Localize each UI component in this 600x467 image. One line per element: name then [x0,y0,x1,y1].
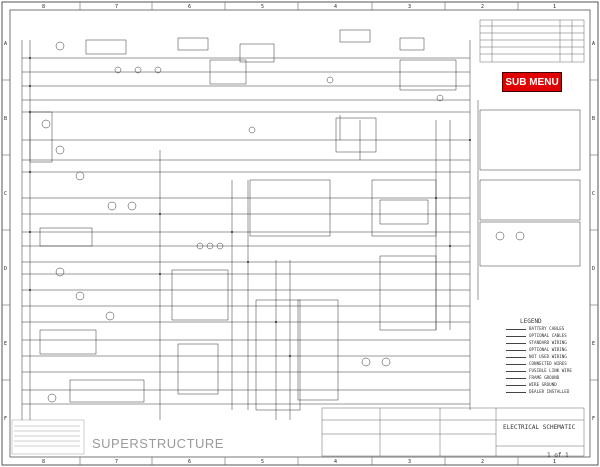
legend-item: WIRE GROUND [506,382,557,387]
zone-label: 6 [188,4,191,10]
zone-label: B [592,116,595,122]
legend-item: STANDARD WIRING [506,340,567,345]
symbols [41,41,525,403]
notes-block [11,419,85,455]
zone-labels-right: A B C D E F [592,41,595,422]
legend-item: DEALER INSTALLED [506,389,569,394]
title-block-sheet: 1 of 1 [547,452,569,459]
zone-label: 3 [408,4,411,10]
zone-labels-left: A B C D E F [4,41,7,422]
zone-label: E [592,341,595,347]
legend-item: FUSIBLE LINK WIRE [506,368,572,373]
zone-label: 8 [42,459,45,465]
sub-menu-button[interactable]: SUB MENU [502,72,562,92]
zone-label: 6 [188,459,191,465]
zone-label: C [592,191,595,197]
zone-label: 4 [334,459,337,465]
zone-label: 2 [481,459,484,465]
zone-label: 7 [115,459,118,465]
zone-labels-top: 8 7 6 5 4 3 2 1 [42,4,556,10]
zone-label: 1 [553,4,556,10]
legend-item: OPTIONAL CABLES [506,333,567,338]
legend-item: FRAME GROUND [506,375,559,380]
title-block-title: ELECTRICAL SCHEMATIC [503,424,576,431]
superstructure-watermark: SUPERSTRUCTURE [92,436,224,451]
zone-label: D [4,266,7,272]
zone-label: B [4,116,7,122]
zone-label: 1 [553,459,556,465]
legend-item: CONNECTED WIRES [506,361,567,366]
components [29,29,581,411]
legend-item: BATTERY CABLES [506,326,564,331]
zone-label: C [4,191,7,197]
zone-label: 5 [261,459,264,465]
junction-dots [29,57,471,357]
zone-label: 3 [408,459,411,465]
bus-wires [21,40,479,420]
legend-item: OPTIONAL WIRING [506,347,567,352]
zone-label: E [4,341,7,347]
zone-label: 8 [42,4,45,10]
zone-label: A [4,41,7,47]
zone-label: A [592,41,595,47]
zone-label: D [592,266,595,272]
zone-label: F [592,416,595,422]
title-block [321,407,585,457]
zone-labels-bottom: 8 7 6 5 4 3 2 1 [42,459,556,465]
zone-label: 7 [115,4,118,10]
sheet-border-inner [9,9,591,458]
zone-label: F [4,416,7,422]
zone-label: 5 [261,4,264,10]
zone-label: 2 [481,4,484,10]
revision-block [479,19,585,63]
legend-title: LEGEND [520,318,542,325]
legend-item: NOT USED WIRING [506,354,567,359]
zone-label: 4 [334,4,337,10]
